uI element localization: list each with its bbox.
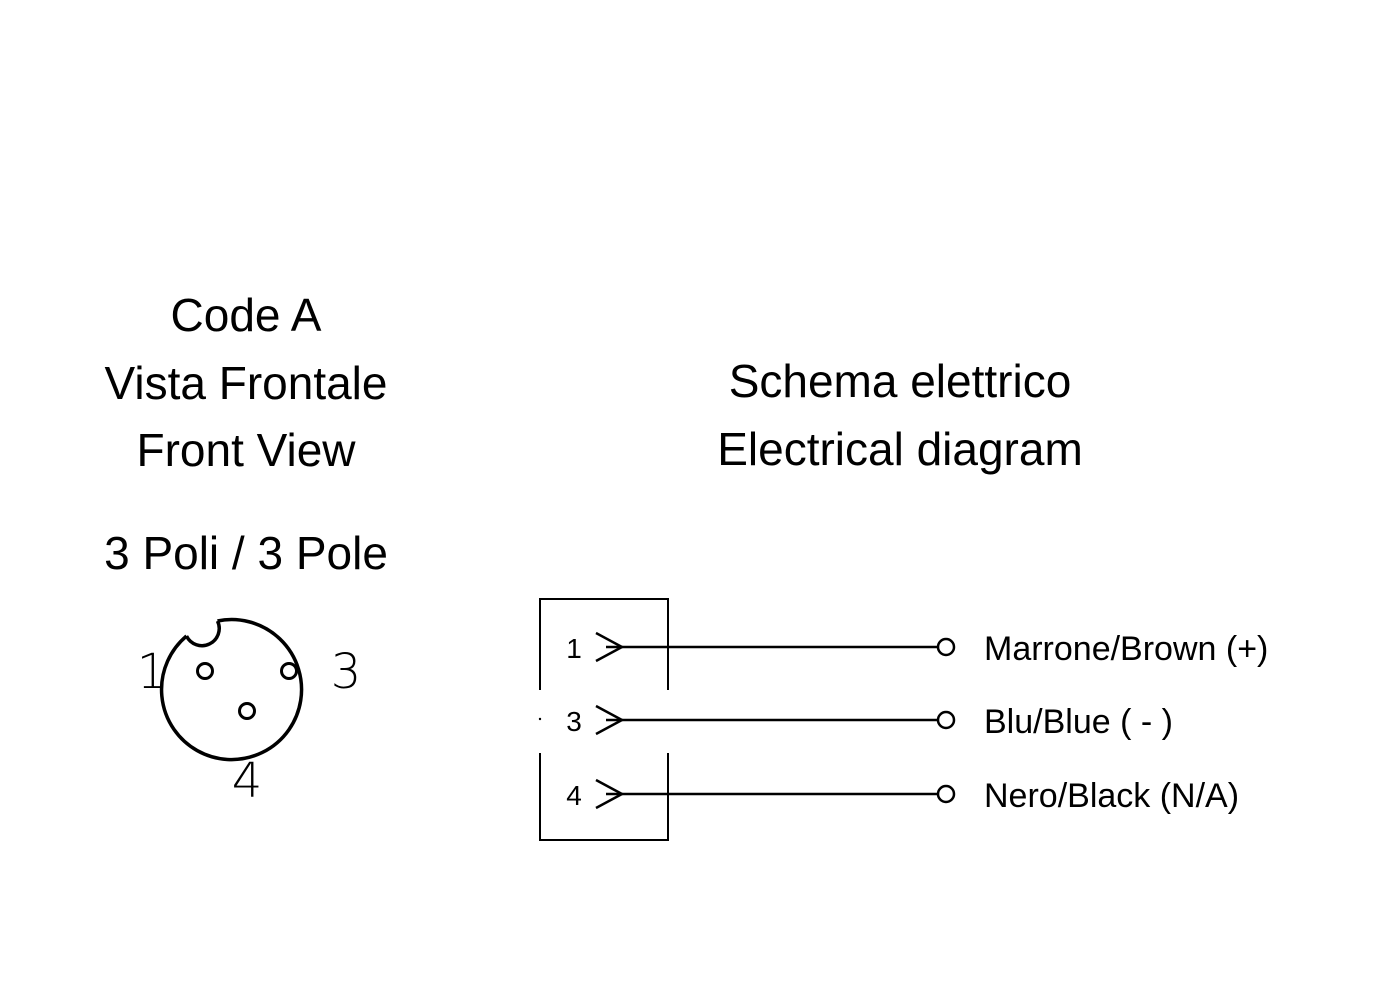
poles-title: 3 Poli / 3 Pole bbox=[104, 527, 388, 579]
front-view-title-it: Vista Frontale bbox=[104, 357, 388, 409]
wire-1-pin: 1 bbox=[566, 633, 582, 664]
code-title: Code A bbox=[170, 289, 322, 341]
pin-4-label: 4 bbox=[232, 753, 263, 809]
pin-3-label: 3 bbox=[331, 644, 362, 700]
pin-3-contact bbox=[280, 662, 298, 680]
connector-box bbox=[539, 598, 669, 841]
terminal-4 bbox=[936, 784, 956, 804]
wire-row-3: 3 Blu/Blue ( - ) bbox=[566, 703, 1173, 741]
wire-3-label: Blu/Blue ( - ) bbox=[984, 703, 1173, 741]
wire-4-pin: 4 bbox=[566, 780, 582, 811]
wire-4-label: Nero/Black (N/A) bbox=[984, 777, 1239, 815]
terminal-3 bbox=[936, 710, 956, 730]
coding-key-notch bbox=[184, 620, 221, 648]
pin-1-label: 1 bbox=[137, 644, 168, 700]
electrical-title-en: Electrical diagram bbox=[717, 423, 1083, 475]
front-view-title-en: Front View bbox=[136, 424, 356, 476]
wire-1-label: Marrone/Brown (+) bbox=[984, 630, 1268, 668]
pin-1-contact bbox=[196, 662, 214, 680]
electrical-title-it: Schema elettrico bbox=[728, 355, 1072, 407]
electrical-diagram: 1 Marrone/Brown (+) 3 Blu/Blue ( - ) 4 N… bbox=[538, 598, 1268, 841]
terminal-1 bbox=[936, 637, 956, 657]
connector-front-view: 1 3 4 bbox=[137, 617, 362, 809]
wire-3-pin: 3 bbox=[566, 706, 582, 737]
pin-4-contact bbox=[238, 702, 256, 720]
wire-row-1: 1 Marrone/Brown (+) bbox=[566, 630, 1268, 668]
wire-row-4: 4 Nero/Black (N/A) bbox=[566, 777, 1239, 815]
box-gap-dot bbox=[538, 717, 542, 721]
connector-outline bbox=[159, 617, 304, 762]
